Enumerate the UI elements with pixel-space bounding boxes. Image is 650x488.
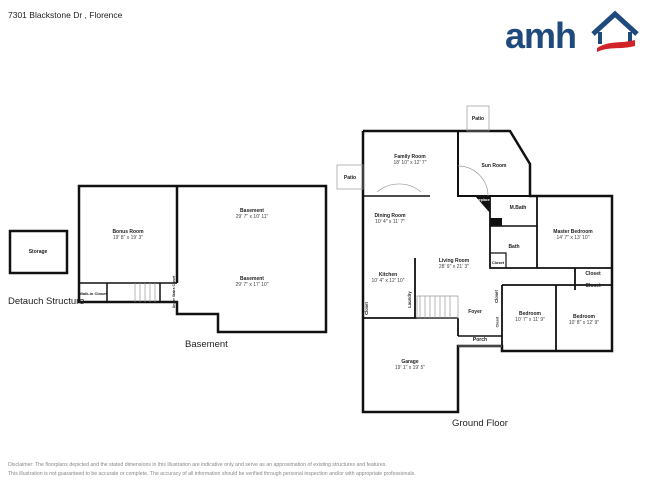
- room-m-bath: M.Bath: [509, 205, 527, 211]
- basement-title: Basement: [185, 339, 228, 350]
- detached-structure-title: Detauch Structure: [8, 296, 85, 307]
- disclaimer-line-2: This illustration is not guaranteed to b…: [8, 471, 416, 477]
- logo-text: amh: [505, 15, 577, 56]
- room-storage: Storage: [28, 249, 48, 255]
- basement-outer-walls: [77, 184, 328, 334]
- storage-walls: [8, 229, 69, 275]
- room-bath: Bath: [508, 244, 520, 250]
- room-laundry: Laundry: [406, 291, 412, 308]
- property-address: 7301 Blackstone Dr , Florence: [8, 10, 123, 20]
- room-walk-in-closet: Walk-in Closet: [79, 291, 107, 296]
- room-fireplace: Fireplace: [474, 198, 490, 202]
- disclaimer-line-1: Disclaimer: The floorplans depicted and …: [8, 462, 387, 468]
- ground-outer-walls: [361, 129, 614, 414]
- room-under-stairs-closet: Under Stairs Closet: [172, 275, 177, 309]
- room-closet-master: Closet: [585, 271, 601, 277]
- house-roof-icon: [591, 10, 639, 52]
- room-patio-north: Patio: [471, 116, 485, 122]
- amh-logo: amh: [505, 10, 640, 56]
- room-porch: Porch: [472, 337, 488, 343]
- room-closet-bedroom: Closet: [585, 283, 601, 289]
- room-closet-small: Closet: [495, 316, 500, 328]
- fireplace-shape: [475, 196, 490, 213]
- room-sun-room: Sun Room: [481, 163, 507, 169]
- disclaimer: Disclaimer: The floorplans depicted and …: [8, 461, 416, 479]
- ground-floor-title: Ground Floor: [452, 418, 508, 429]
- room-patio-west: Patio: [343, 175, 357, 181]
- room-closet-foyer: Closet: [493, 290, 499, 303]
- room-closet-kitchen: Closet: [363, 302, 369, 315]
- room-foyer: Foyer: [468, 309, 482, 315]
- room-closet-bath: Closet: [491, 260, 505, 265]
